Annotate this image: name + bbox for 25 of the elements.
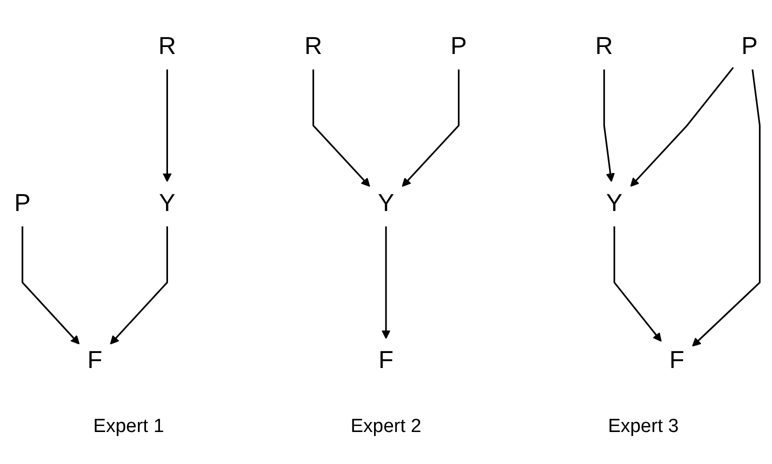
node-text: R [595, 32, 613, 60]
node-text: Y [606, 190, 622, 218]
arrow [382, 226, 390, 339]
arrow [162, 69, 172, 182]
arrow [603, 69, 615, 182]
arrow [692, 69, 761, 347]
node-text: F [669, 346, 684, 374]
arrow [22, 226, 80, 344]
node-text: R [158, 32, 176, 60]
node-text: P [450, 32, 467, 60]
node-text: F [378, 346, 394, 374]
arrow [402, 69, 460, 187]
node-text: P [14, 190, 31, 218]
panel-caption: Expert 3 [608, 416, 679, 438]
node-text: R [304, 32, 322, 60]
arrow [312, 69, 370, 187]
arrow [614, 226, 662, 342]
node-text: Y [378, 190, 394, 218]
panel-caption: Expert 1 [93, 416, 164, 438]
node-text: P [741, 32, 758, 60]
arrow [630, 67, 734, 187]
panel-caption: Expert 2 [350, 416, 422, 438]
arrow [110, 226, 168, 344]
node-text: Y [159, 190, 176, 218]
node-text: F [87, 346, 102, 374]
